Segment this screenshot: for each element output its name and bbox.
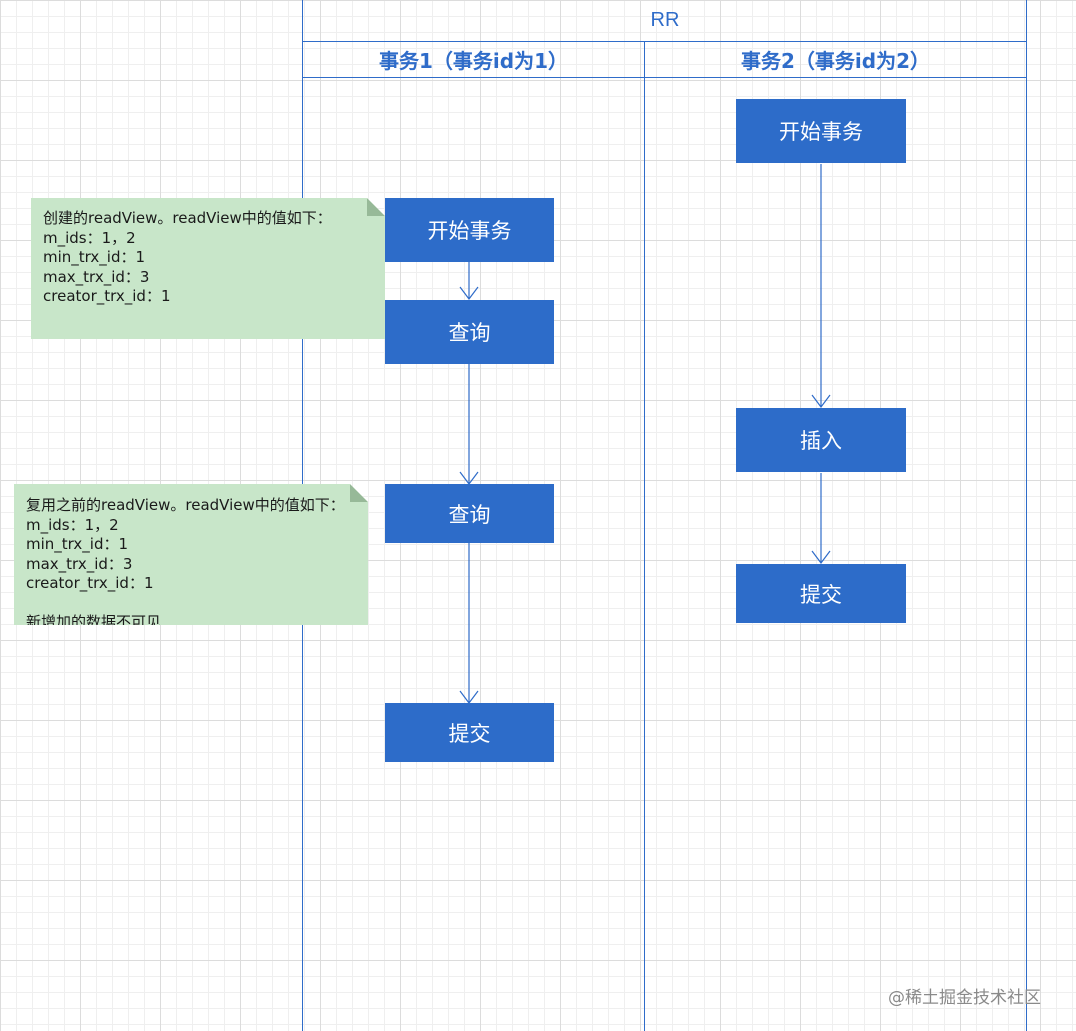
t1-start-transaction-step[interactable]: 开始事务 <box>385 198 554 262</box>
t1-commit-step[interactable]: 提交 <box>385 703 554 762</box>
lane-header-transaction-2: 事务2（事务id为2） <box>740 49 930 73</box>
note-line: 复用之前的readView。readView中的值如下： <box>26 496 345 514</box>
lane-header-transaction-1: 事务1（事务id为1） <box>378 49 568 73</box>
lane-header-divider <box>302 77 1027 78</box>
note-line: creator_trx_id：1 <box>43 287 171 305</box>
arrowhead-t2-insert <box>811 394 831 408</box>
note-line: m_ids：1，2 <box>43 228 136 247</box>
t2-commit-step[interactable]: 提交 <box>736 564 906 623</box>
arrowhead-t1-query-1 <box>459 286 479 300</box>
pool-border-right <box>1026 0 1027 1031</box>
t2-insert-step[interactable]: 插入 <box>736 408 906 472</box>
t1-query-step-2[interactable]: 查询 <box>385 484 554 543</box>
note-line: creator_trx_id：1 <box>26 574 154 592</box>
t1-query-step-1[interactable]: 查询 <box>385 300 554 364</box>
watermark: @稀土掘金技术社区 <box>888 988 1041 1008</box>
note-line: min_trx_id：1 <box>26 535 129 553</box>
note-line: max_trx_id：3 <box>26 554 133 573</box>
note-line: max_trx_id：3 <box>43 267 150 286</box>
note-line: min_trx_id：1 <box>43 248 146 266</box>
pool-title: RR <box>650 9 680 31</box>
lane-divider <box>644 42 645 1031</box>
note-line: 创建的readView。readView中的值如下： <box>43 209 332 227</box>
note-line <box>26 594 368 614</box>
arrowhead-t2-commit <box>811 550 831 564</box>
t2-start-transaction-step[interactable]: 开始事务 <box>736 99 906 163</box>
readview-note-first-query[interactable]: 创建的readView。readView中的值如下： m_ids：1，2 min… <box>31 198 385 339</box>
note-line: m_ids：1，2 <box>26 515 119 534</box>
pool-title-divider <box>302 41 1027 42</box>
readview-note-second-query[interactable]: 复用之前的readView。readView中的值如下： m_ids：1，2 m… <box>14 484 368 625</box>
